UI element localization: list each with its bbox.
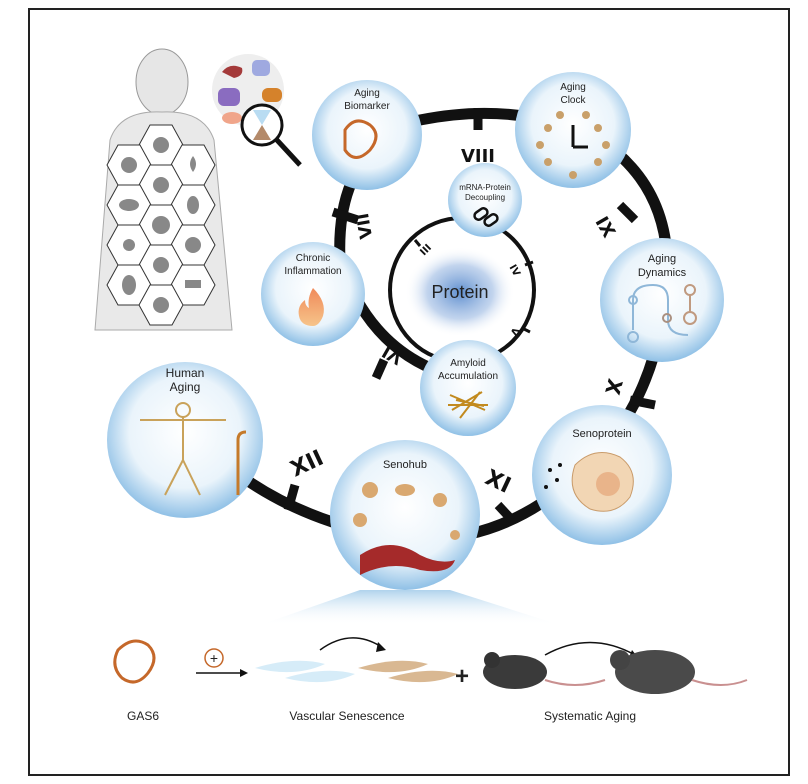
node-title: Aging [170, 380, 201, 394]
node-human-aging: Human Aging [107, 362, 263, 518]
numeral-xi: XI [481, 465, 514, 498]
magnifier-hourglass-icon [240, 103, 302, 167]
secreted-particles-icon [544, 463, 562, 489]
numeral-xii: XII [287, 446, 328, 483]
broken-link-icon [473, 207, 499, 227]
human-body-illustration [94, 48, 302, 331]
promote-symbol: + [210, 650, 218, 666]
zoom-beam [260, 590, 560, 625]
node-title: Decoupling [465, 193, 505, 202]
vitruvian-man-icon [140, 402, 247, 496]
node-title: Inflammation [284, 266, 341, 277]
clock-icon [536, 111, 610, 179]
gas6-label: GAS6 [127, 709, 159, 723]
protein-structure-icon [343, 119, 378, 159]
node-title: Amyloid [450, 358, 486, 369]
amyloid-fibrils-icon [448, 391, 488, 419]
node-title: Aging [354, 88, 380, 99]
organ-icons [119, 137, 201, 313]
node-title: Senoprotein [572, 428, 631, 440]
promotes-arrow: + [196, 648, 248, 677]
node-title: Biomarker [344, 101, 390, 112]
inner-ticks [413, 239, 534, 334]
vascular-senescence-label: Vascular Senescence [289, 709, 405, 723]
numeral-v: V [507, 325, 521, 337]
protein-core: Protein [405, 247, 515, 337]
node-aging-clock: Aging Clock [515, 72, 631, 188]
node-aging-biomarker: Aging Biomarker [312, 80, 422, 190]
node-amyloid-accumulation: Amyloid Accumulation [420, 340, 516, 436]
node-title: Accumulation [438, 371, 498, 382]
vascular-cells-icon [255, 637, 458, 683]
spiral-ticks [283, 108, 656, 524]
node-title: Senohub [383, 459, 427, 471]
node-senoprotein: Senoprotein [532, 405, 672, 545]
node-title: Aging [648, 253, 676, 265]
organ-icons [353, 482, 460, 540]
dynamics-curve-icon [627, 283, 697, 343]
node-title: Clock [560, 95, 586, 106]
numeral-ix: IX [591, 213, 620, 241]
node-mrna-protein-decoupling: mRNA-Protein Decoupling [448, 163, 522, 237]
node-senohub: Senohub [330, 440, 480, 590]
numeral-x: X [600, 376, 627, 398]
node-chronic-inflammation: Chronic Inflammation [261, 242, 365, 346]
node-title: Human [166, 366, 205, 380]
numeral-vii: VII [353, 211, 377, 240]
mice-icon [483, 641, 748, 694]
node-title: mRNA-Protein [459, 183, 511, 192]
plus-sign: + [455, 663, 469, 690]
node-title: Dynamics [638, 267, 687, 279]
protein-label: Protein [431, 282, 488, 302]
gas6-protein-icon [113, 639, 156, 684]
flame-icon [298, 288, 324, 326]
systematic-aging-label: Systematic Aging [544, 709, 636, 723]
node-title: Aging [560, 82, 586, 93]
numeral-viii: VIII [461, 146, 495, 167]
figure-frame [28, 8, 790, 776]
node-title: Chronic [296, 253, 330, 264]
node-aging-dynamics: Aging Dynamics [600, 238, 724, 362]
blood-vessel-icon [360, 545, 455, 575]
